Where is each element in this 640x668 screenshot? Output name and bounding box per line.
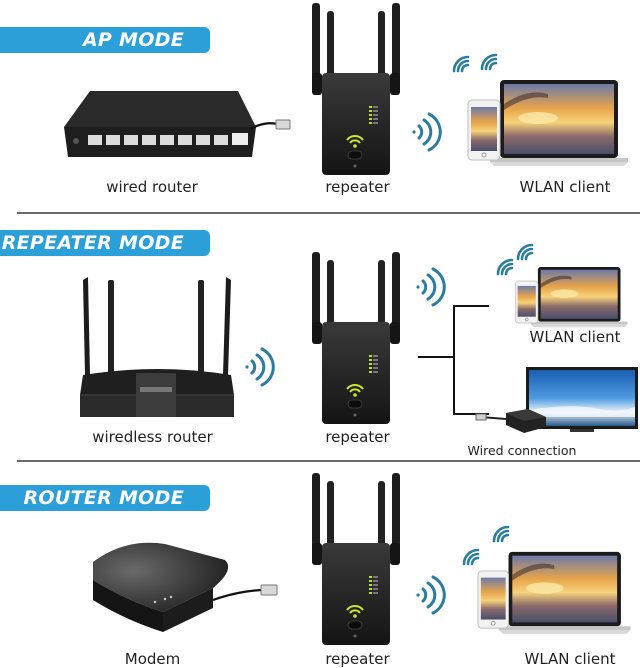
router-mode-banner: ROUTER MODE <box>0 485 210 511</box>
section-divider <box>17 460 640 462</box>
laptop-phone-icon <box>477 551 631 635</box>
tv-ethernet-icon <box>475 367 638 433</box>
repeater-icon <box>311 2 401 176</box>
laptop-phone-icon <box>515 266 628 328</box>
connector-line <box>418 356 454 358</box>
repeater-label: repeater <box>325 178 390 196</box>
wifi-waves-icon <box>414 267 446 307</box>
wlan-client-label: WLAN client <box>529 328 621 346</box>
ap-mode-title: AP MODE <box>82 29 184 51</box>
wlan-client-label: WLAN client <box>524 650 616 668</box>
wifi-waves-icon <box>410 112 442 152</box>
wired-connection-label: Wired connection <box>467 443 577 458</box>
wireless-router-icon <box>80 277 234 417</box>
repeater-icon <box>311 472 401 646</box>
section-divider <box>17 212 640 214</box>
repeater-label: repeater <box>325 650 390 668</box>
wifi-waves-icon <box>243 347 275 387</box>
laptop-phone-icon <box>467 79 629 167</box>
wifi-waves-icon <box>414 575 446 615</box>
connector-line <box>453 305 489 307</box>
repeater-mode-banner: REPEATER MODE <box>0 230 210 256</box>
wired-router-icon <box>64 91 291 157</box>
wired-router-label: wired router <box>106 178 198 196</box>
connector-line <box>453 413 489 415</box>
router-mode-title: ROUTER MODE <box>23 487 184 509</box>
repeater-label: repeater <box>325 428 390 446</box>
ap-mode-banner: AP MODE <box>0 27 210 53</box>
repeater-icon <box>311 251 401 425</box>
wireless-router-label: wiredless router <box>92 428 213 446</box>
wlan-client-label: WLAN client <box>519 178 611 196</box>
modem-label: Modem <box>124 650 181 668</box>
repeater-mode-title: REPEATER MODE <box>1 232 184 254</box>
connector-line <box>453 305 455 415</box>
modem-icon <box>93 542 278 632</box>
